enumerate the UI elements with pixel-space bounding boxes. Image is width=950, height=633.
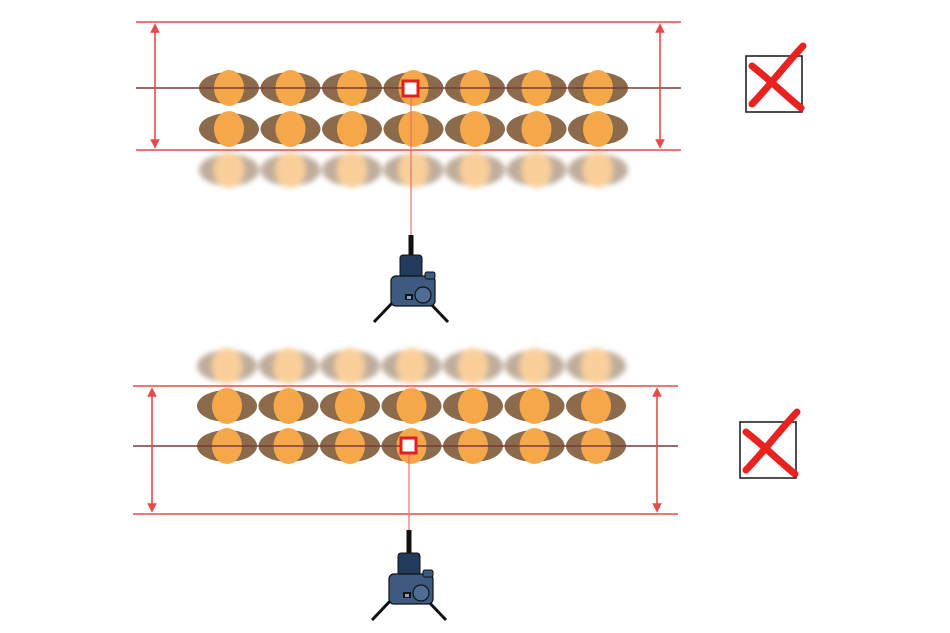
person bbox=[258, 388, 319, 424]
person bbox=[260, 152, 321, 188]
person bbox=[504, 348, 565, 384]
person bbox=[320, 348, 380, 384]
person bbox=[383, 152, 444, 188]
camera-icon bbox=[370, 530, 448, 622]
person bbox=[322, 111, 382, 147]
panel-top bbox=[136, 21, 807, 324]
person bbox=[506, 152, 567, 188]
person bbox=[566, 348, 626, 384]
person bbox=[197, 388, 257, 424]
person bbox=[504, 388, 565, 424]
person bbox=[260, 111, 321, 147]
red-cross-icon bbox=[745, 42, 807, 113]
person bbox=[322, 152, 382, 188]
blurred-row-top bbox=[199, 152, 628, 188]
person bbox=[381, 388, 442, 424]
person bbox=[445, 152, 505, 188]
person bbox=[381, 348, 442, 384]
person bbox=[443, 388, 503, 424]
person bbox=[199, 111, 259, 147]
person bbox=[443, 348, 503, 384]
person bbox=[258, 348, 319, 384]
people-row-top-2 bbox=[199, 111, 628, 147]
blurred-row-bottom bbox=[197, 348, 626, 384]
person bbox=[320, 388, 380, 424]
person bbox=[566, 388, 626, 424]
person bbox=[568, 111, 628, 147]
focus-point bbox=[399, 436, 418, 455]
person bbox=[199, 152, 259, 188]
camera-icon bbox=[372, 235, 450, 324]
panel-bottom bbox=[133, 348, 801, 622]
focus-point bbox=[401, 79, 420, 98]
person bbox=[445, 111, 505, 147]
person bbox=[506, 111, 567, 147]
person bbox=[383, 111, 444, 147]
person bbox=[197, 348, 257, 384]
red-cross-icon bbox=[739, 408, 801, 479]
person bbox=[568, 152, 628, 188]
people-row-bottom-1 bbox=[197, 388, 626, 424]
